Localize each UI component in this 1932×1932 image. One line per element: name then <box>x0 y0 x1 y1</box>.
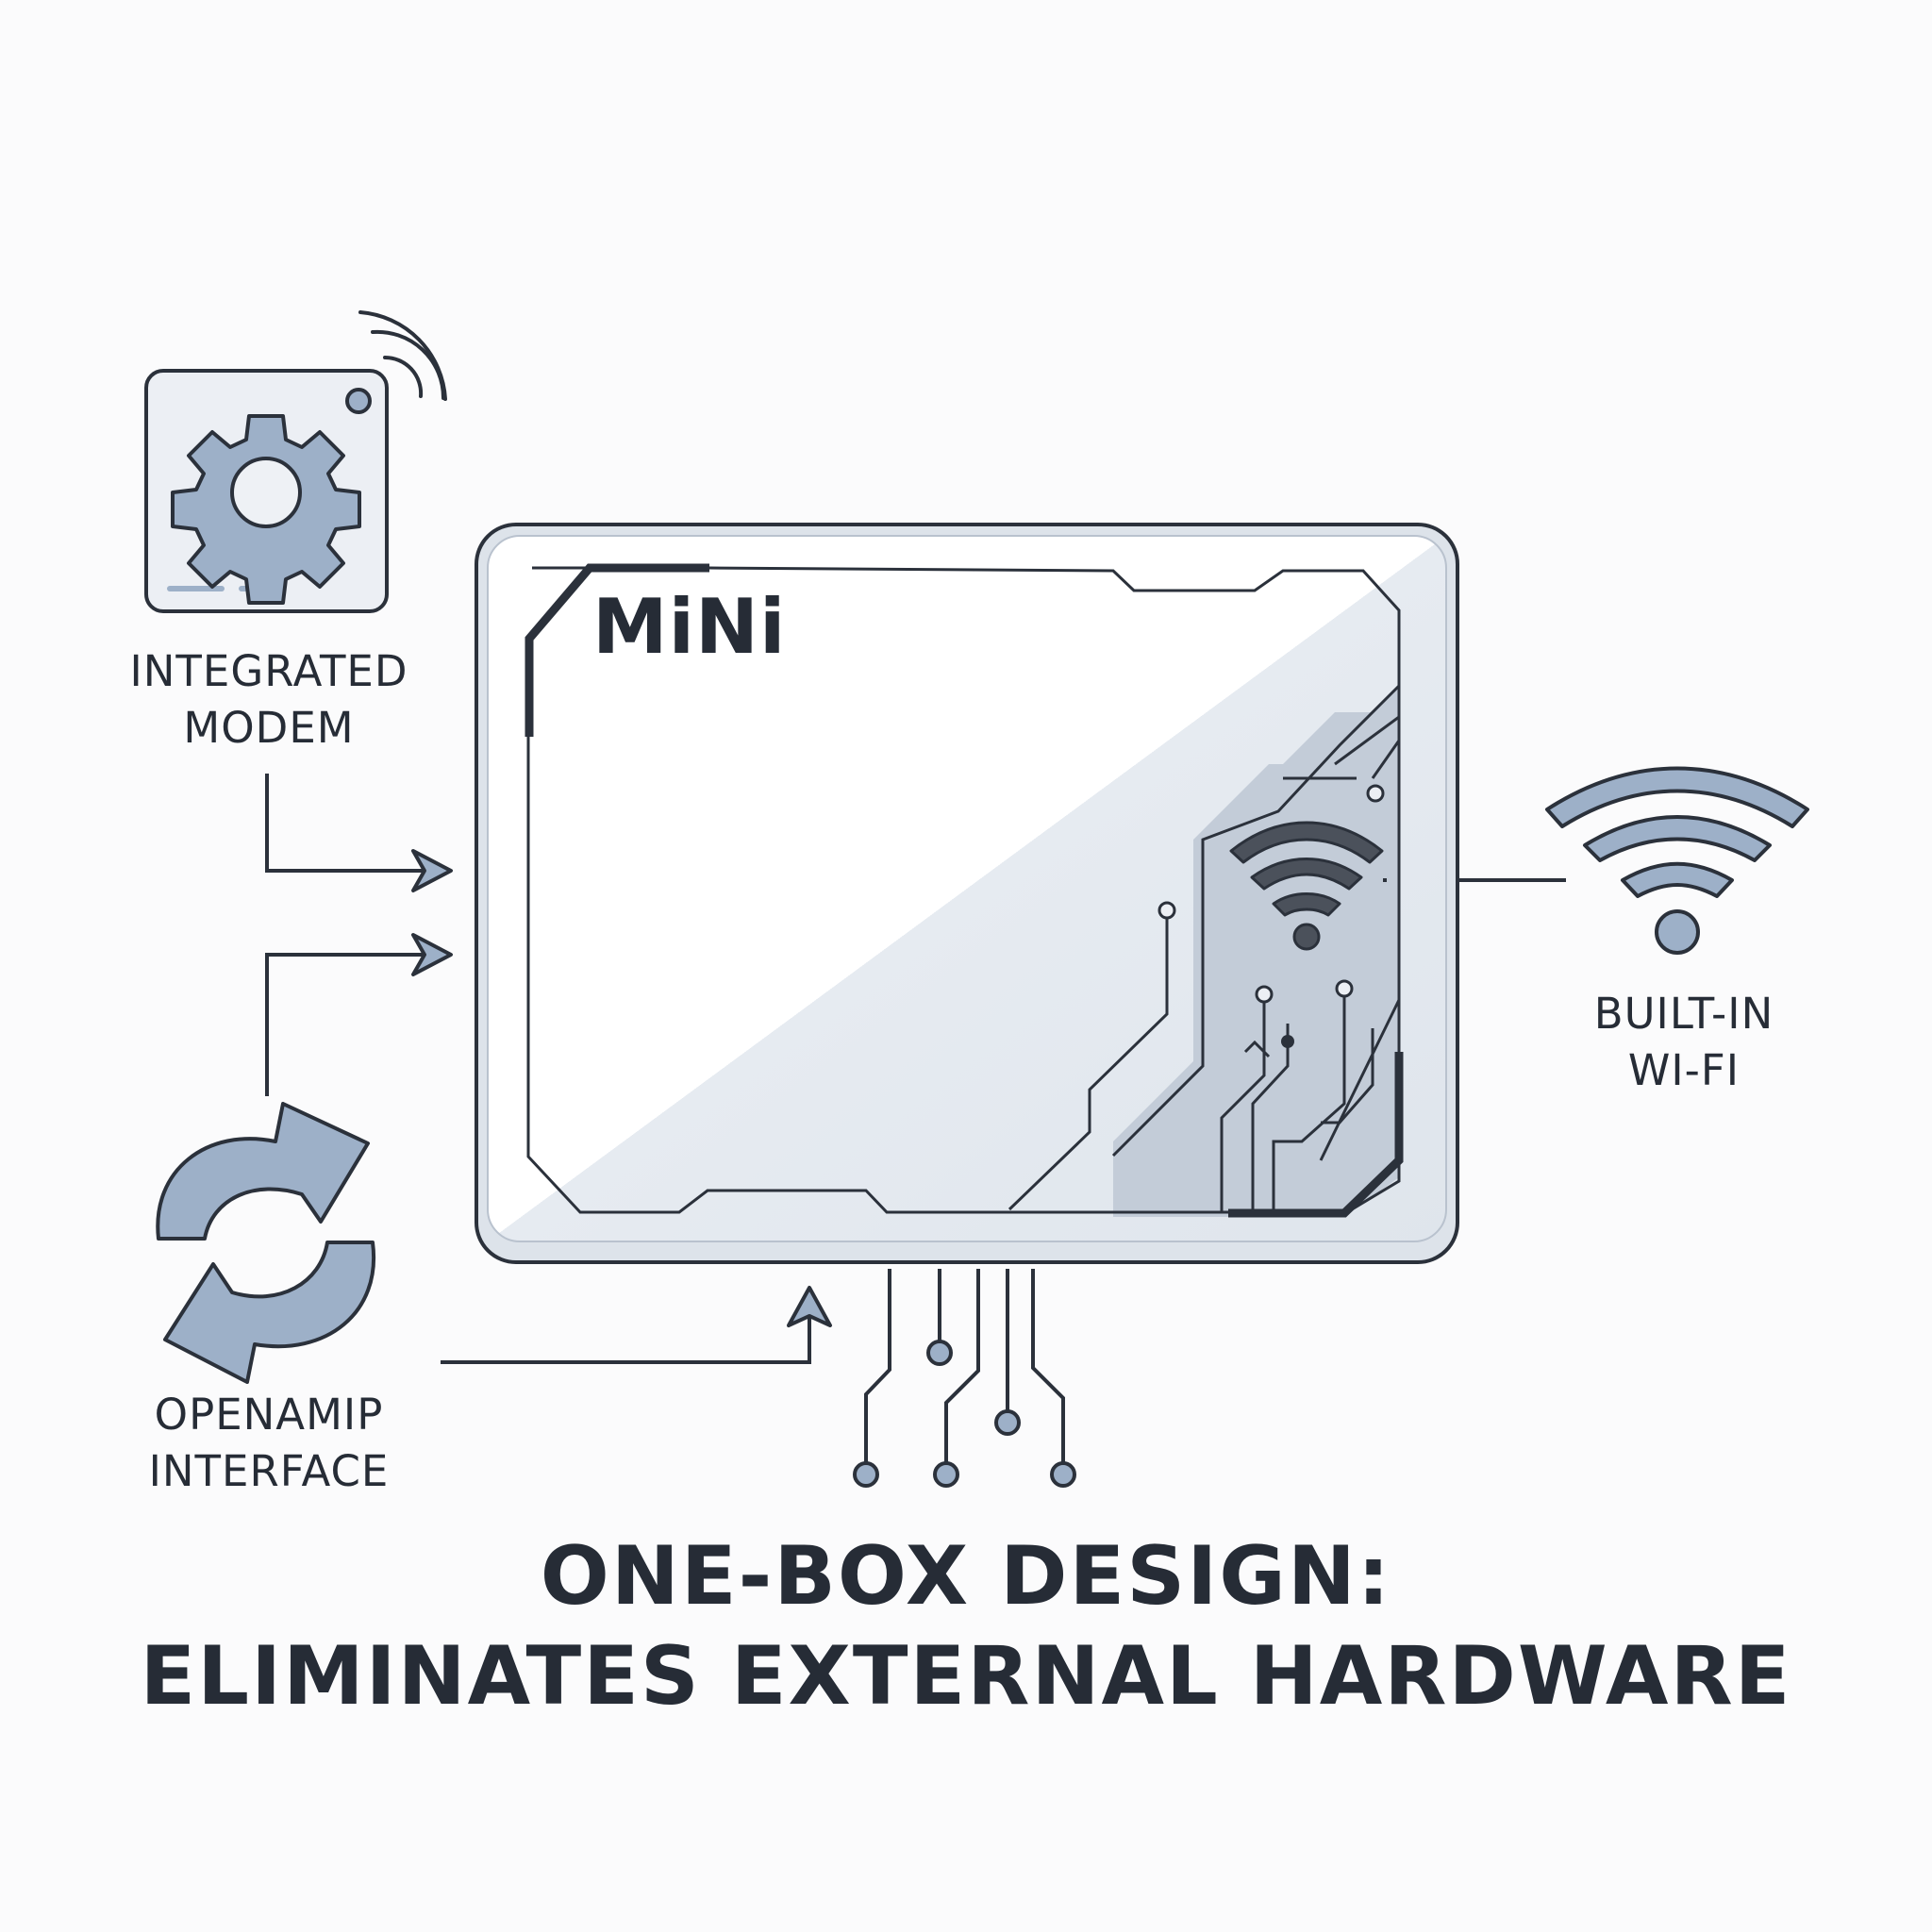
wifi-icon <box>1545 766 1809 955</box>
mini-device <box>475 523 1459 1264</box>
modem-icon <box>144 310 447 613</box>
signal-waves-icon <box>358 310 447 401</box>
built-in-wifi-label: BUILT-IN WI-FI <box>1538 986 1830 1099</box>
device-wifi-icon <box>1229 821 1384 951</box>
title-line-2: ELIMINATES EXTERNAL HARDWARE <box>140 1629 1792 1724</box>
diagram-title: ONE-BOX DESIGN: ELIMINATES EXTERNAL HARD… <box>70 1526 1862 1726</box>
connector-pins <box>864 1269 1065 1472</box>
refresh-cycle-icon <box>156 1102 376 1384</box>
label-line: MODEM <box>183 703 355 753</box>
label-line: INTEGRATED <box>129 646 408 696</box>
label-line: WI-FI <box>1627 1045 1740 1095</box>
label-line: BUILT-IN <box>1593 989 1774 1039</box>
label-line: OPENAMIP <box>154 1390 384 1440</box>
pin-pads <box>853 1340 1076 1488</box>
device-brand: MiNi <box>592 583 787 671</box>
label-line: INTERFACE <box>148 1446 390 1496</box>
gear-icon <box>171 414 361 605</box>
title-line-1: ONE-BOX DESIGN: <box>540 1529 1392 1624</box>
openamip-interface-label: OPENAMIP INTERFACE <box>90 1387 448 1500</box>
arrowheads <box>411 849 832 1327</box>
integrated-modem-label: INTEGRATED MODEM <box>90 643 448 757</box>
connector-lines <box>265 774 1566 1364</box>
